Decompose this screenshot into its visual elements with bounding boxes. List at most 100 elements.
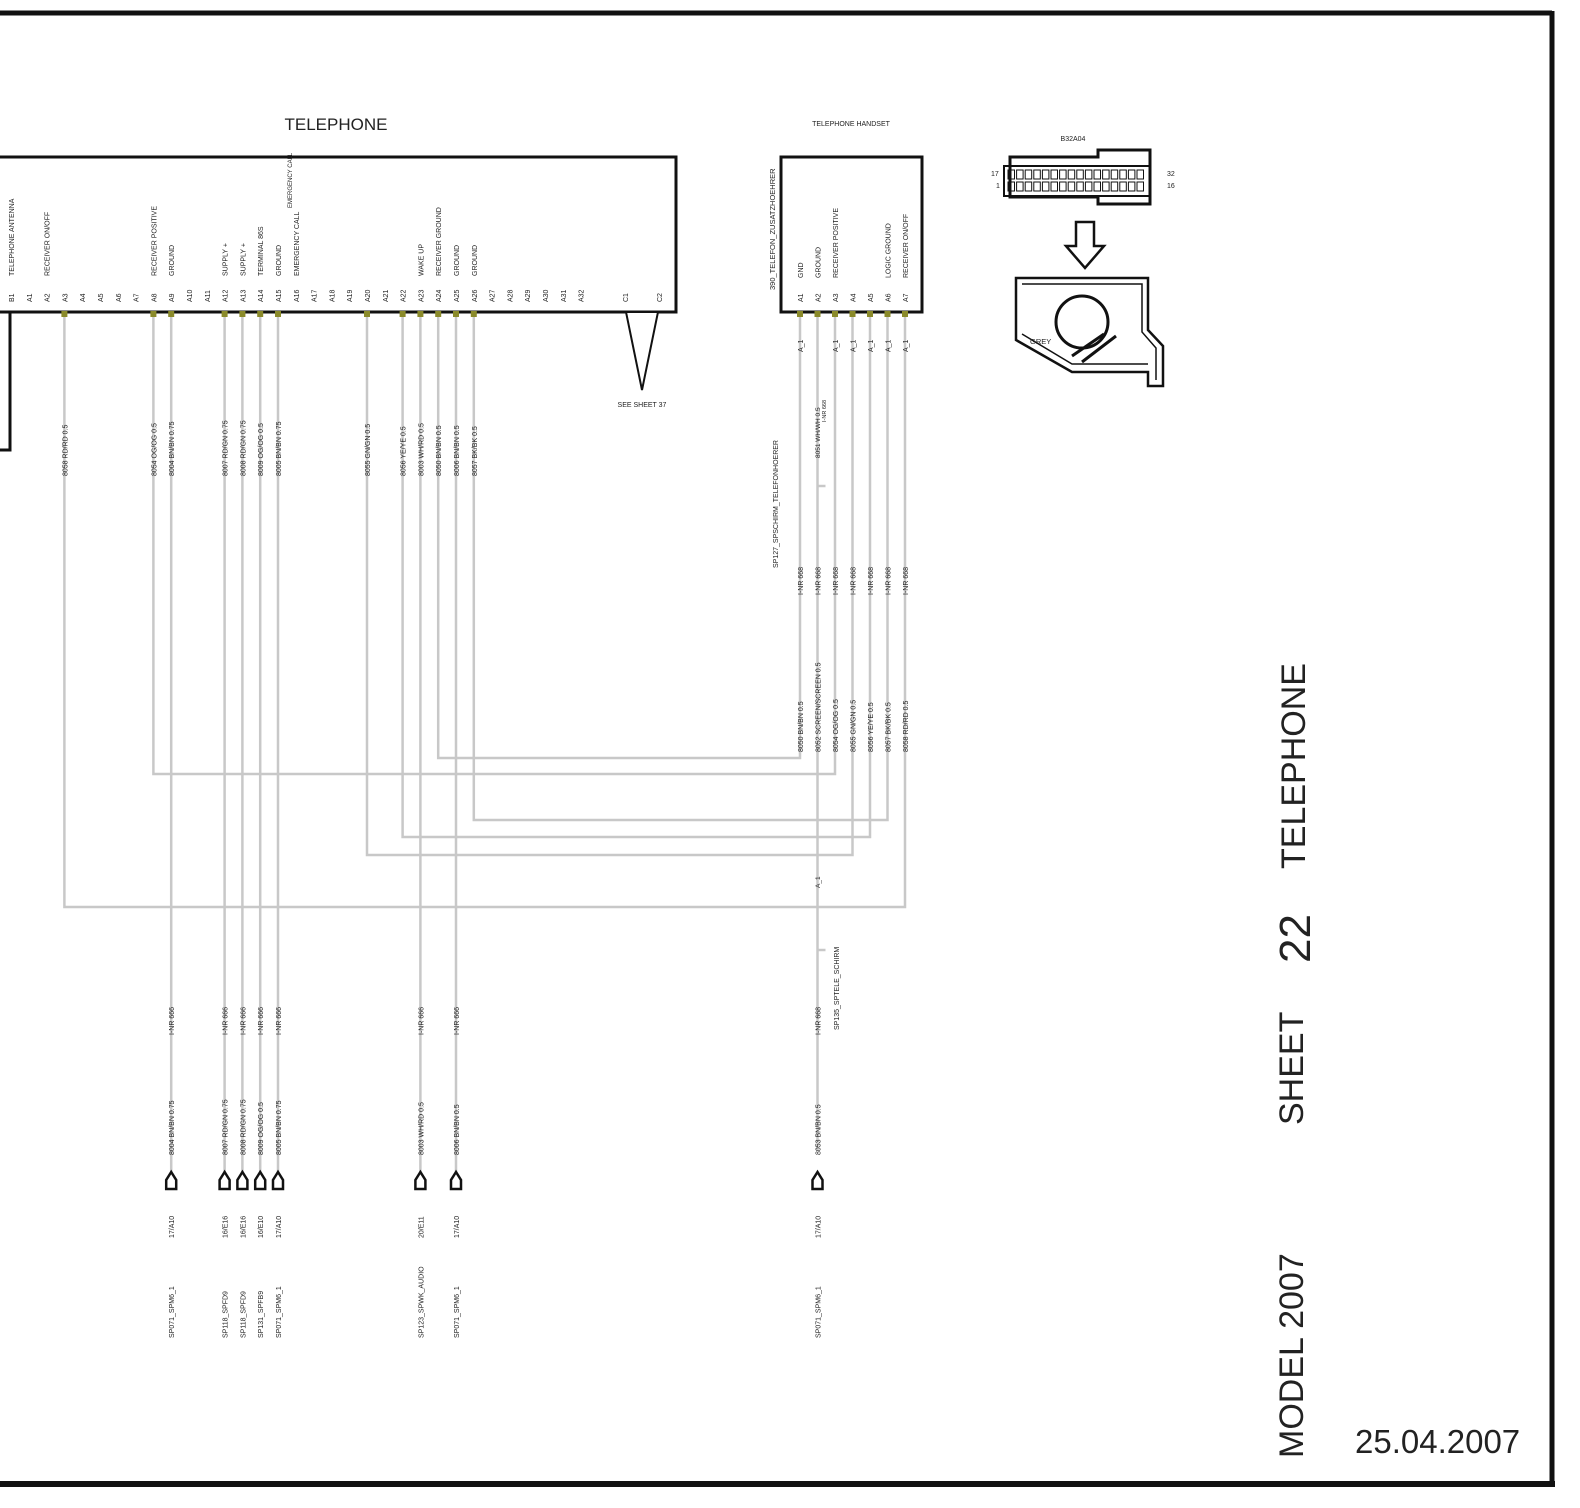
connector-side-inner — [1021, 283, 1157, 380]
connector-cell-17 — [1007, 181, 1015, 192]
connector-cell-13 — [1110, 169, 1119, 180]
tel-pin-A26: A26 — [472, 289, 479, 302]
connector-cell-16 — [1136, 169, 1144, 180]
sheet-ref-A25: 17/A10 — [454, 1216, 461, 1238]
wire-label-A15: 8005 BN/BN 0.75 — [276, 421, 283, 476]
tel-func-A26: GROUND — [472, 245, 479, 276]
connector-cell-18 — [1016, 181, 1024, 192]
tel-pin-A30: A30 — [543, 289, 550, 302]
handset-nr-A2: I-NR 668 — [816, 567, 823, 595]
wire-A26-to-A6 — [472, 314, 889, 822]
nr-label-A12: I-NR 666 — [223, 1007, 230, 1035]
wire-A24-to-A1 — [436, 314, 802, 760]
ground-terminal-icon-A23 — [414, 1169, 427, 1191]
connector-cell-14 — [1119, 169, 1127, 180]
telephone-box — [0, 155, 678, 314]
tel-pin-C1: C1 — [623, 293, 630, 302]
tel-pin-A6: A6 — [116, 293, 123, 302]
tel-pin-A21: A21 — [383, 289, 390, 302]
tel-pin-A5: A5 — [98, 293, 105, 302]
handset-splice-pin-A3: A_1 — [833, 339, 840, 352]
handset-splice-pin-A5: A_1 — [868, 339, 875, 352]
sheet-ref-A15: 17/A10 — [276, 1216, 283, 1238]
tel-pin-A7: A7 — [134, 293, 141, 302]
title-sheet-label: SHEET — [1273, 1012, 1311, 1125]
wire-label-A12: 8007 RD/GN 0.75 — [223, 420, 230, 476]
shield-wire-label: 8051 WH/WH 0.5 — [815, 407, 822, 458]
handset-wire-label-A3: 8054 OG/OG 0.5 — [833, 699, 840, 752]
connector-cell-3 — [1024, 169, 1033, 180]
title-date: 25.04.2007 — [1355, 1423, 1520, 1460]
wire-A3-to-A7 — [63, 314, 907, 909]
tel-pin-dot-A8 — [150, 311, 157, 317]
hs-func-A6: LOGIC GROUND — [886, 223, 893, 278]
connector-color: GREY — [1030, 337, 1051, 346]
tel-pin-dot-A23 — [417, 311, 424, 317]
connector-pin-cells — [1007, 169, 1144, 192]
handset-module: TELEPHONE HANDSET 390_TELEFON_ZUSATZHOEH… — [768, 121, 924, 1030]
sheet-ref-A14: 16/E10 — [258, 1216, 265, 1238]
tel-pin-A24: A24 — [436, 289, 443, 302]
connector-cell-12 — [1102, 169, 1110, 180]
lower-wire-label-A23: 8003 WH/RD 0.5 — [418, 1102, 425, 1155]
tel-pin-A16: A16 — [294, 289, 301, 302]
connector-pin-17: 17 — [991, 171, 999, 178]
tel-pin-A12: A12 — [223, 289, 230, 302]
hs-pin-A2: A2 — [816, 293, 823, 302]
sheet-ref-A23: 20/E11 — [418, 1216, 425, 1238]
nr-label-A9: I-NR 666 — [169, 1007, 176, 1035]
handset-wire-label-A4: 8055 GN/GN 0.5 — [851, 700, 858, 752]
shield-nr-label: I-NR 668 — [822, 400, 828, 422]
connector-cell-27 — [1093, 181, 1101, 192]
connector-cell-25 — [1076, 181, 1084, 192]
splice-label-A15: SP071_SPM6_1 — [276, 1286, 283, 1338]
hs-pin-dot-A7 — [902, 311, 908, 317]
tel-pin-A25: A25 — [454, 289, 461, 302]
handset-box — [779, 155, 924, 314]
connector-pin-1: 1 — [996, 183, 1000, 190]
hs-pin-A7: A7 — [903, 293, 910, 302]
tel-pin-A1: A1 — [27, 293, 34, 302]
tel-pin-A8: A8 — [151, 293, 158, 302]
tel-pin-dot-A15 — [275, 311, 281, 317]
ground-terminal-icon-A14 — [253, 1169, 267, 1191]
tel-func-A9: GROUND — [169, 245, 176, 276]
lower-splice-label: SP135_SPTELE_SCHIRM — [834, 947, 841, 1030]
title-sheet-number: 22 — [1271, 914, 1320, 963]
nr-label-A15: I-NR 666 — [276, 1007, 283, 1035]
shield-splice-label: SP127_SPSCHIRM_TELEFONHOERER — [773, 440, 780, 568]
hs-pin-dot-A1 — [797, 311, 803, 317]
handset-splice-pin-A4: A_1 — [851, 339, 858, 352]
wire-label-A23: 8003 WH/RD 0.5 — [418, 423, 425, 476]
lower-wire-label-A25: 8006 BN/BN 0.5 — [454, 1104, 461, 1155]
handset-lower-nr: I-NR 668 — [816, 1007, 823, 1035]
connector-cell-29 — [1110, 181, 1119, 192]
tel-func-A12: SUPPLY + — [223, 243, 230, 276]
tel-pin-A11: A11 — [205, 290, 212, 302]
connector-cell-4 — [1033, 169, 1041, 180]
telephone-title: TELEPHONE — [285, 115, 388, 134]
connector-cell-15 — [1127, 169, 1136, 180]
connector-cell-28 — [1102, 181, 1110, 192]
tel-func-A2: RECEIVER ON/OFF — [45, 212, 52, 276]
connector-cell-6 — [1050, 169, 1058, 180]
tel-pin-dot-A13 — [239, 311, 246, 317]
tel-pin-dot-A24 — [435, 311, 442, 317]
connector-pictogram: B32A04 17 1 32 16 GREY — [991, 136, 1175, 388]
connector-cell-26 — [1084, 181, 1093, 192]
tel-pin-A15: A15 — [276, 289, 283, 302]
handset-lower-wire: 8053 BN/BN 0.5 — [816, 1104, 823, 1155]
tel-pin-A13: A13 — [240, 289, 247, 302]
wire-A8-to-A3 — [152, 314, 837, 776]
handset-nr-A4: I-NR 668 — [851, 567, 858, 595]
connector-cell-2 — [1016, 169, 1024, 180]
connector-id: B32A04 — [1061, 136, 1086, 143]
wire-label-A26: 8057 BK/BK 0.5 — [472, 426, 479, 476]
handset-wire-label-A5: 8056 YE/YE 0.5 — [868, 702, 875, 752]
ground-terminal-icon-A25 — [449, 1169, 463, 1191]
